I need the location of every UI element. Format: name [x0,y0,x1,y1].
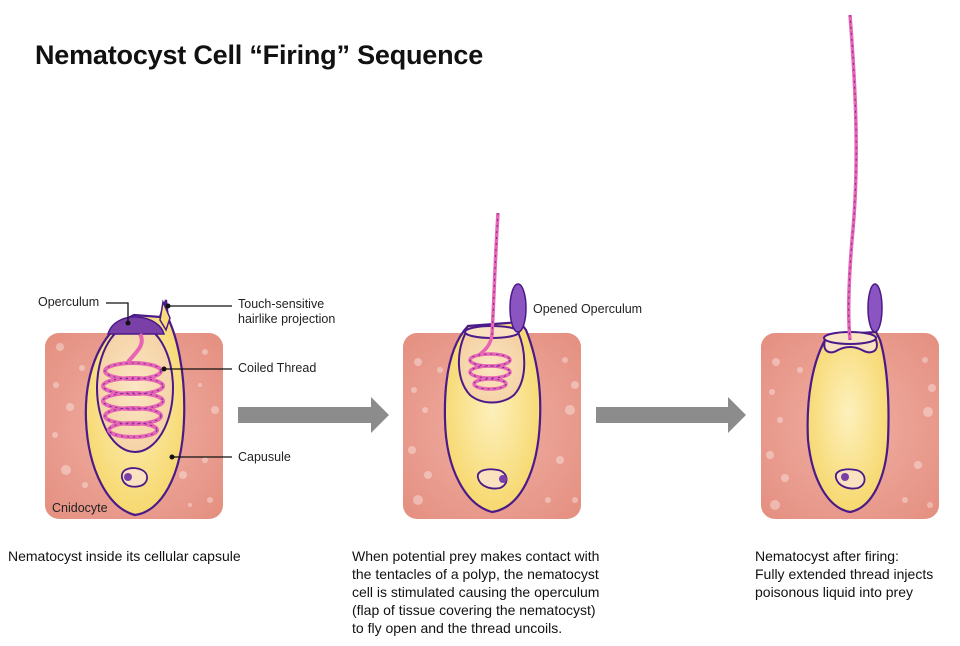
caption-firing: When potential prey makes contact with t… [352,547,599,637]
coiled-thread-stripes [102,362,164,438]
caption-line: Nematocyst inside its cellular capsule [8,548,241,564]
caption-line: poisonous liquid into prey [755,584,913,600]
nucleus [841,473,849,481]
label-capsule: Capusule [238,450,291,464]
page-title: Nematocyst Cell “Firing” Sequence [35,40,484,70]
caption-line: When potential prey makes contact with [352,548,600,564]
thread-stripes [469,212,511,390]
opened-operculum [509,283,527,333]
caption-fired: Nematocyst after firing: Fully extended … [755,547,933,601]
caption-line: (flap of tissue covering the nematocyst) [352,602,596,618]
panel-unfired [45,299,232,519]
operculum [107,316,165,335]
hairlike-projection [159,299,171,332]
label-projection-line2: hairlike projection [238,312,336,326]
extended-thread [846,14,858,341]
nucleus [124,473,132,481]
tissue-bubbles [766,357,936,510]
tissue-bubbles [408,357,579,505]
opened-operculum [867,283,883,333]
label-opened-operculum: Opened Operculum [533,302,643,316]
caption-line: to fly open and the thread uncoils. [352,620,563,636]
arrow-right-icon [238,397,389,433]
nucleus [499,475,507,483]
caption-line: the tentacles of a polyp, the nematocyst [352,566,599,582]
caption-line: Nematocyst after firing: [755,548,899,564]
nucleus-cell [121,467,148,488]
panel-fired [761,14,939,519]
caption-line: Fully extended thread injects [755,566,934,582]
panel-firing [403,212,581,519]
leader-dots [125,303,175,460]
arrow-right-icon [596,397,746,433]
capsule-body [806,330,890,514]
label-operculum: Operculum [38,295,100,309]
caption-unfired: Nematocyst inside its cellular capsule [8,547,241,565]
tissue-bubbles [52,343,219,507]
label-cnidocyte: Cnidocyte [52,501,108,515]
caption-line: cell is stimulated causing the operculum [352,584,600,600]
label-coiled-thread: Coiled Thread [238,361,317,375]
label-projection-line1: Touch-sensitive [238,297,325,311]
leader-lines [106,302,232,458]
